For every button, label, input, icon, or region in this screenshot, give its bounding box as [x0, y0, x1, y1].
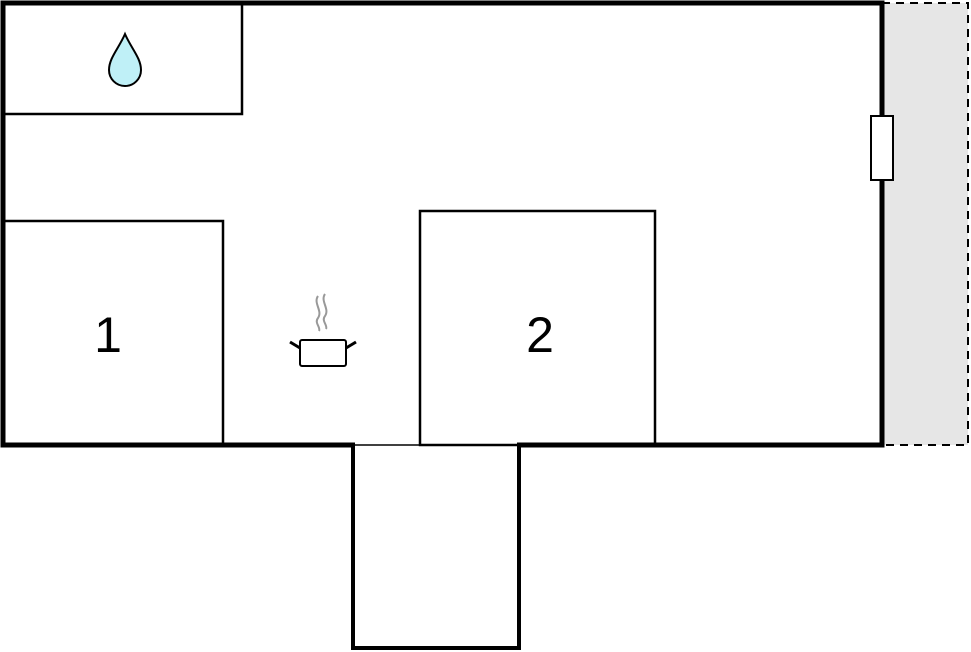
- window: [870, 115, 894, 181]
- terrace: [881, 2, 969, 446]
- room-2: [418, 209, 657, 447]
- cooking-pot-icon: [289, 293, 357, 367]
- bathroom: [1, 1, 244, 116]
- water-drop-icon: [107, 31, 143, 87]
- outer-walls: [0, 0, 885, 448]
- room-2-label: 2: [526, 307, 554, 363]
- entrance-porch: [351, 443, 521, 650]
- room-1: [1, 219, 225, 447]
- room-1-label: 1: [94, 307, 122, 363]
